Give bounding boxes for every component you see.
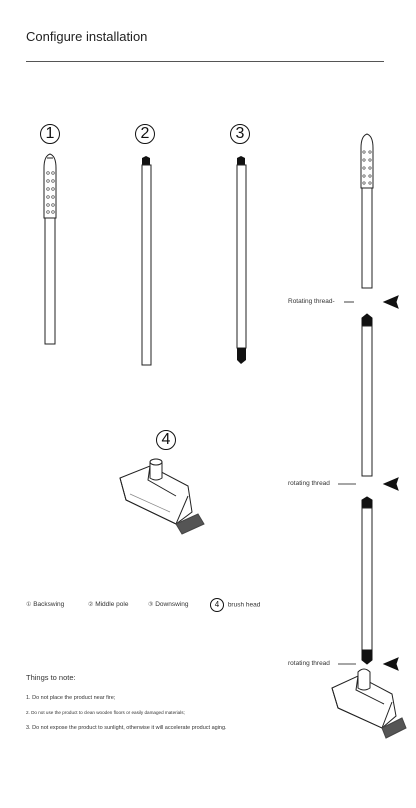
- legend-label: Downswing: [155, 601, 189, 608]
- legend-number: 4: [210, 598, 224, 612]
- title-divider: [26, 61, 384, 62]
- legend-label: Middle pole: [95, 601, 129, 608]
- legend-label: brush head: [227, 601, 261, 609]
- thread-arrows: [338, 295, 399, 671]
- arrow-icon: [382, 657, 399, 671]
- thread-label-2: rotating thread: [288, 480, 330, 487]
- assembled-pole-illustration: [331, 133, 407, 739]
- notes-title: Things to note:: [26, 673, 76, 682]
- thread-label-1: Rotating thread-: [288, 298, 335, 305]
- middle-pole-illustration: [141, 156, 152, 366]
- page-title: Configure installation: [26, 29, 148, 44]
- step-1-circle: [40, 124, 60, 144]
- step-3-circle: [230, 124, 250, 144]
- step-2-number: 2: [140, 125, 150, 142]
- legend-downswing: ③ Downswing: [148, 601, 188, 608]
- backswing-pole-illustration: [43, 153, 57, 345]
- note-item: 2. Do not use the product to clean woode…: [26, 710, 185, 715]
- step-2-circle: [135, 124, 155, 144]
- brush-head-illustration: [119, 458, 205, 535]
- legend-label: Backswing: [33, 601, 65, 608]
- note-item: 3. Do not expose the product to sunlight…: [26, 725, 227, 731]
- downswing-pole-illustration: [236, 156, 247, 364]
- legend-number: ①: [26, 602, 32, 608]
- legend-backswing: ① Backswing: [26, 601, 64, 608]
- arrow-icon: [382, 295, 399, 309]
- step-4-circle: [156, 430, 176, 450]
- step-3-number: 3: [235, 125, 245, 142]
- legend-number: ②: [88, 602, 94, 608]
- legend-brush-head: 4 brush head: [210, 598, 260, 612]
- thread-label-3: rotating thread: [288, 660, 330, 667]
- step-1-number: 1: [45, 125, 55, 142]
- arrow-icon: [382, 477, 399, 491]
- legend-middle-pole: ② Middle pole: [88, 601, 128, 608]
- legend-number: ③: [148, 602, 154, 608]
- step-4-number: 4: [161, 431, 171, 448]
- note-item: 1. Do not place the product near fire;: [26, 695, 116, 701]
